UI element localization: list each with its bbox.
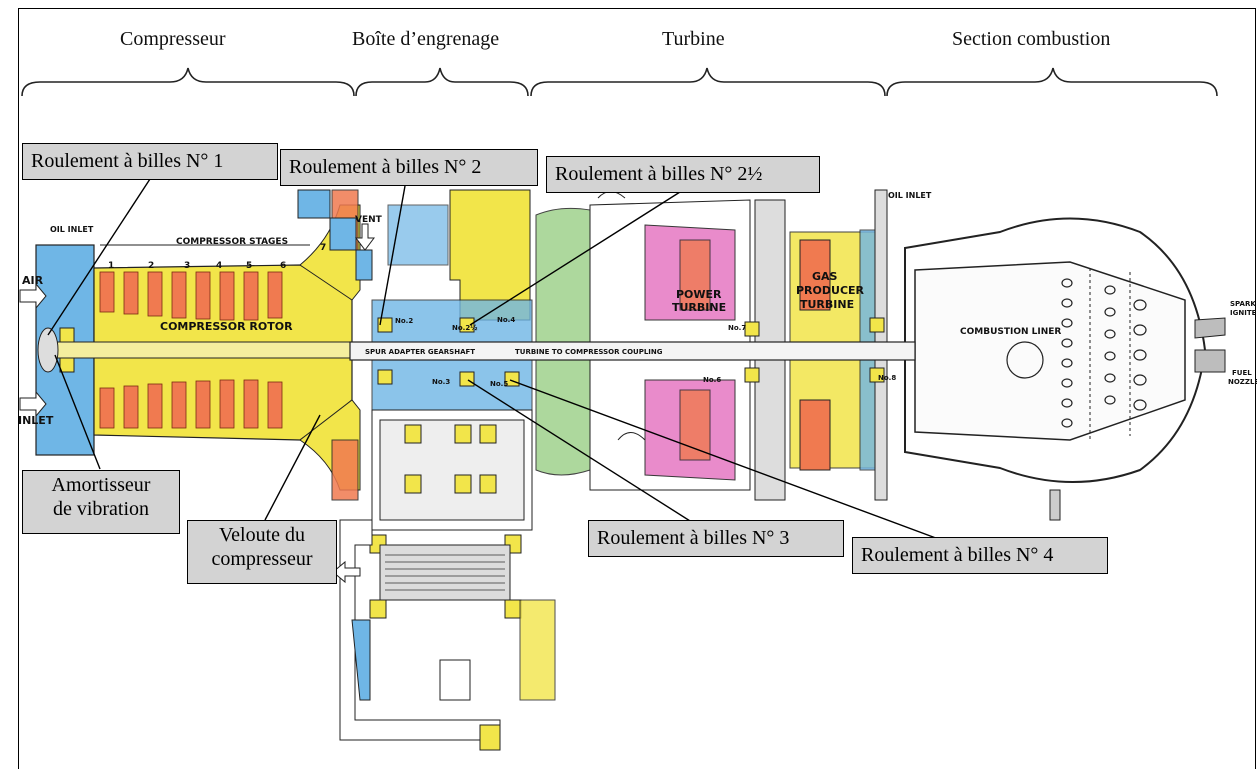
callout-veloute: Veloute du compresseur bbox=[187, 520, 337, 584]
veloute-line-1: Veloute du bbox=[218, 524, 306, 546]
label-fuel-1: FUEL bbox=[1232, 369, 1252, 377]
label-stage-2: 2 bbox=[148, 261, 154, 271]
label-turbine-coupling: TURBINE TO COMPRESSOR COUPLING bbox=[515, 348, 663, 356]
drawing-labels: OIL INLET COMPRESSOR STAGES 1 2 3 4 5 6 … bbox=[18, 191, 1257, 427]
label-stage-1: 1 bbox=[108, 261, 114, 271]
label-no2: No.2 bbox=[395, 317, 413, 325]
callout-roulement-1: Roulement à billes N° 1 bbox=[22, 143, 278, 180]
label-stage-5: 5 bbox=[246, 261, 252, 271]
label-oil-inlet-left: OIL INLET bbox=[50, 225, 94, 234]
combustion-section bbox=[904, 217, 1226, 521]
brace-combustion bbox=[886, 67, 1218, 97]
leader-roulement-1 bbox=[47, 178, 151, 336]
section-combustion: Section combustion bbox=[952, 28, 1111, 50]
label-compressor-stages: COMPRESSOR STAGES bbox=[176, 237, 288, 247]
label-no4: No.4 bbox=[497, 316, 515, 324]
label-no6: No.6 bbox=[703, 376, 721, 384]
brace-compresseur bbox=[21, 67, 355, 97]
brace-turbine bbox=[530, 67, 886, 97]
label-no3: No.3 bbox=[432, 378, 450, 386]
callout-amortisseur: Amortisseur de vibration bbox=[22, 470, 180, 534]
label-inlet: INLET bbox=[18, 414, 54, 427]
label-stage-3: 3 bbox=[184, 261, 190, 271]
label-no2-5: No.2½ bbox=[452, 324, 477, 332]
label-vent: VENT bbox=[355, 215, 383, 225]
section-compresseur: Compresseur bbox=[120, 28, 226, 50]
callout-roulement-3: Roulement à billes N° 3 bbox=[588, 520, 844, 557]
label-power-2: TURBINE bbox=[672, 301, 726, 314]
label-no7: No.7 bbox=[728, 324, 746, 332]
label-no5: No.5 bbox=[490, 380, 508, 388]
leader-veloute bbox=[264, 414, 321, 521]
label-spark-2: IGNITER bbox=[1230, 309, 1257, 317]
label-combustion-liner: COMBUSTION LINER bbox=[960, 327, 1061, 337]
brace-boite bbox=[355, 67, 529, 97]
label-compressor-rotor: COMPRESSOR ROTOR bbox=[160, 320, 293, 333]
label-air: AIR bbox=[22, 274, 44, 287]
diagram-frame bbox=[18, 8, 1256, 769]
compressor-section bbox=[19, 189, 361, 501]
label-spark-1: SPARK bbox=[1230, 300, 1256, 308]
label-stage-4: 4 bbox=[216, 261, 222, 271]
leader-roulement-4 bbox=[509, 379, 961, 548]
amortisseur-line-1: Amortisseur bbox=[51, 474, 151, 496]
section-turbine: Turbine bbox=[662, 28, 725, 50]
leader-roulement-2 bbox=[379, 185, 406, 326]
label-fuel-2: NOZZLE bbox=[1228, 378, 1257, 386]
main-shaft bbox=[349, 341, 916, 361]
callout-roulement-2-5: Roulement à billes N° 2½ bbox=[546, 156, 820, 193]
label-stage-6: 6 bbox=[280, 261, 286, 271]
leader-roulement-3 bbox=[467, 379, 721, 541]
label-stage-7: 7 bbox=[320, 243, 326, 253]
callout-roulement-4: Roulement à billes N° 4 bbox=[852, 537, 1108, 574]
label-power-1: POWER bbox=[676, 288, 722, 301]
label-oil-inlet-right: OIL INLET bbox=[888, 191, 932, 200]
section-boite-engrenage: Boîte d’engrenage bbox=[352, 28, 500, 50]
label-gas-2: PRODUCER bbox=[796, 284, 865, 297]
label-spur-adapter: SPUR ADAPTER GEARSHAFT bbox=[365, 348, 475, 356]
leader-roulement-2-5 bbox=[469, 191, 681, 326]
amortisseur-line-2: de vibration bbox=[52, 498, 150, 520]
section-braces bbox=[21, 67, 1218, 97]
callout-roulement-2: Roulement à billes N° 2 bbox=[280, 149, 538, 186]
leader-lines bbox=[47, 178, 961, 548]
bearing-markers bbox=[377, 317, 885, 387]
veloute-line-2: compresseur bbox=[211, 548, 313, 570]
leader-amortisseur bbox=[54, 354, 101, 470]
label-gas-3: TURBINE bbox=[800, 298, 854, 311]
label-gas-1: GAS bbox=[812, 270, 838, 283]
label-no8: No.8 bbox=[878, 374, 896, 382]
